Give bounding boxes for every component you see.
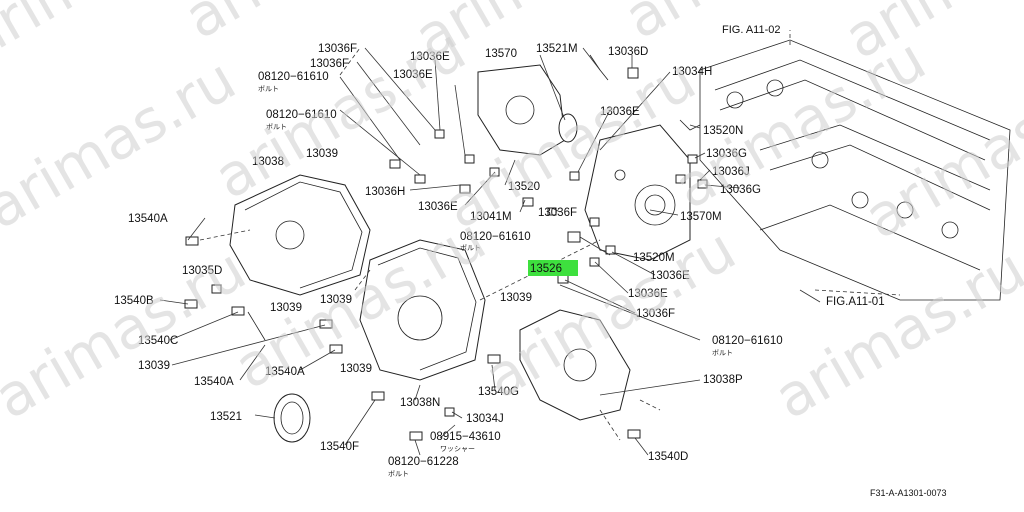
watermark: arimas.ru <box>0 235 257 432</box>
label-08120-61228-sub: ボルト <box>388 470 409 478</box>
label-13036F-2: 13036F <box>310 58 349 70</box>
label-08120-61610-b: 08120−61610 <box>266 109 337 121</box>
label-08120-61610-a-sub: ボルト <box>258 85 279 93</box>
label-13036G-b: 13036G <box>720 184 761 196</box>
label-08120-61610-c-sub: ボルト <box>460 244 481 252</box>
label-13540A: 13540A <box>128 213 168 225</box>
cover-13038P <box>519 309 631 421</box>
label-13039-c: 13039 <box>320 294 352 306</box>
label-13036J: 13036J <box>712 166 750 178</box>
label-13036G: 13036G <box>706 148 747 160</box>
engine-block <box>699 30 1011 301</box>
label-13034H: 13034H <box>672 66 712 78</box>
label-08120-61228: 08120−61228 <box>388 456 459 468</box>
timing-plate-13570M <box>584 124 691 261</box>
fig-ref-a11-01: FIG.A11-01 <box>826 296 885 308</box>
label-13036E-d: 13036E <box>418 201 458 213</box>
part-labels: 13036F 13036F 13036E 13570 13521M 13036D… <box>114 24 947 498</box>
label-13041M: 13041M <box>470 211 512 223</box>
label-13039-e: 13039 <box>138 360 170 372</box>
leader-lines <box>159 47 821 456</box>
label-13036H: 13036H <box>365 186 405 198</box>
label-13540F: 13540F <box>320 441 359 453</box>
footer-code: F31-A-A1301-0073 <box>870 488 947 498</box>
label-13038: 13038 <box>252 156 284 168</box>
label-13540G: 13540G <box>478 386 519 398</box>
watermark: arimas.ru <box>763 235 1024 432</box>
label-13034J: 13034J <box>466 413 504 425</box>
highlight-13526 <box>528 260 578 276</box>
watermark: arimas.ru <box>0 45 247 242</box>
label-13570: 13570 <box>485 48 517 60</box>
label-13036F: 13036F <box>318 43 357 55</box>
label-08915-43610: 08915−43610 <box>430 431 501 443</box>
label-13036E: 13036E <box>410 51 450 63</box>
label-08120-61610-d-sub: ボルト <box>712 349 733 357</box>
label-13036E-c: 13036E <box>600 106 640 118</box>
label-13036D: 13036D <box>608 46 648 58</box>
label-13540C: 13540C <box>138 335 178 347</box>
label-13038N: 13038N <box>400 397 440 409</box>
label-13520: 13520 <box>508 181 540 193</box>
label-08120-61610-d: 08120−61610 <box>712 335 783 347</box>
cover-13038 <box>229 174 371 296</box>
label-13540D: 13540D <box>648 451 688 463</box>
label-13540B: 13540B <box>114 295 154 307</box>
label-08120-61610-a: 08120−61610 <box>258 71 329 83</box>
label-13039-b: 13039 <box>270 302 302 314</box>
label-13036F-c: 13036F <box>538 207 577 219</box>
label-13520N: 13520N <box>703 125 743 137</box>
gasket-13521 <box>273 393 311 443</box>
cover-13039 <box>359 239 486 381</box>
label-13039-d: 13039 <box>500 292 532 304</box>
label-13521: 13521 <box>210 411 242 423</box>
label-13039: 13039 <box>306 148 338 160</box>
label-13570M: 13570M <box>680 211 722 223</box>
plate-13570 <box>477 64 578 156</box>
label-13038P: 13038P <box>703 374 743 386</box>
label-13035D: 13035D <box>182 265 222 277</box>
label-13036E-e: 13036E <box>650 270 690 282</box>
label-13526: 13526 <box>530 263 562 275</box>
label-08120-61610-c: 08120−61610 <box>460 231 531 243</box>
label-13540A-b: 13540A <box>194 376 234 388</box>
label-13521M: 13521M <box>536 43 578 55</box>
label-08120-61610-b-sub: ボルト <box>266 123 287 131</box>
label-13036F-d: 13036F <box>636 308 675 320</box>
label-13036E-f: 13036E <box>628 288 668 300</box>
label-13036E-b: 13036E <box>393 69 433 81</box>
fig-ref-a11-02: FIG. A11-02 <box>722 24 781 36</box>
label-08915-43610-sub: ワッシャー <box>440 445 475 453</box>
label-13039-f: 13039 <box>340 363 372 375</box>
label-13520M: 13520M <box>633 252 675 264</box>
label-13540A-c: 13540A <box>265 366 305 378</box>
